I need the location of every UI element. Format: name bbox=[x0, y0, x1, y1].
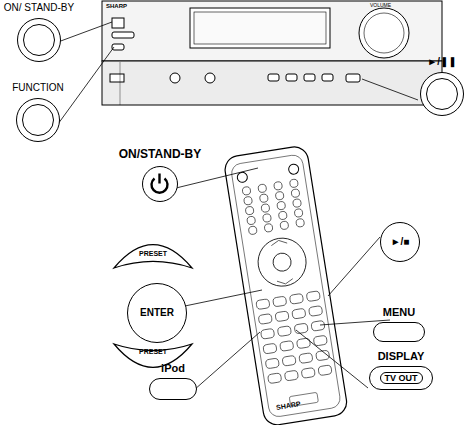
brand-label: VOLUME bbox=[370, 2, 391, 8]
button-label: iPod bbox=[146, 362, 200, 375]
round-button bbox=[16, 98, 60, 142]
button-label: PRESET bbox=[112, 250, 194, 258]
round-button-rim bbox=[426, 78, 458, 110]
button-label: ON/ STAND-BY bbox=[2, 2, 76, 14]
button-label: ►/❚❚ bbox=[414, 56, 470, 68]
callout-button: ►/■ bbox=[380, 222, 420, 262]
leader-line bbox=[176, 168, 390, 390]
callout-button: ON/ STAND-BY bbox=[2, 2, 76, 62]
rounded-key: TV OUT bbox=[369, 366, 433, 390]
rounded-key bbox=[373, 322, 425, 342]
leader-line bbox=[58, 22, 418, 124]
power-icon bbox=[143, 167, 176, 200]
callout-button: ON/STAND-BY bbox=[112, 148, 208, 202]
key-text-ring: TV OUT bbox=[380, 372, 423, 384]
button-label: MENU bbox=[370, 306, 428, 319]
button-label: FUNCTION bbox=[6, 82, 70, 94]
button-label: ►/■ bbox=[391, 236, 410, 248]
round-button-rim bbox=[23, 24, 55, 56]
main-unit bbox=[102, 1, 442, 105]
rounded-key bbox=[149, 378, 197, 400]
callout-button: DISPLAY TV OUT bbox=[366, 350, 436, 390]
key-text: TV OUT bbox=[385, 373, 418, 383]
round-button bbox=[17, 18, 61, 62]
round-button-rim bbox=[22, 104, 54, 136]
button-label: ENTER bbox=[140, 307, 174, 319]
remote-control bbox=[223, 145, 349, 425]
callout-button: ►/❚❚ bbox=[414, 56, 470, 116]
button-label: DISPLAY bbox=[366, 350, 436, 363]
round-button bbox=[420, 72, 464, 116]
callout-button: MENU bbox=[370, 306, 428, 342]
round-button bbox=[142, 166, 178, 202]
brand-label: SHARP bbox=[106, 3, 127, 9]
callout-button: ENTER bbox=[127, 283, 187, 343]
button-label: ON/STAND-BY bbox=[112, 148, 208, 162]
callout-button: iPod bbox=[146, 362, 200, 400]
button-label: PRESET bbox=[112, 348, 194, 356]
callout-button: FUNCTION bbox=[6, 82, 70, 142]
callout-button: PRESET bbox=[112, 234, 194, 272]
